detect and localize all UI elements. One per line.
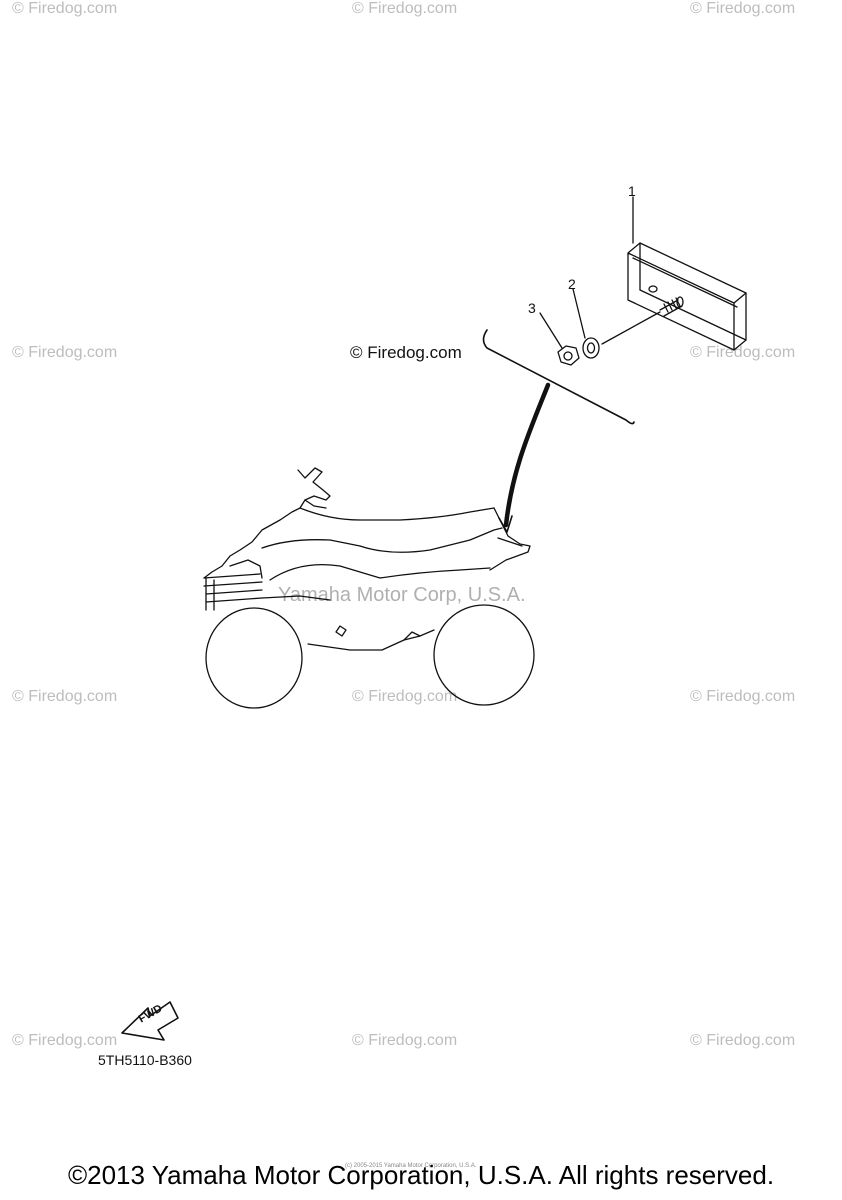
tiny-copyright-note: (c) 2005-2015 Yamaha Motor Corporation, … [345, 1163, 477, 1169]
callout-3: 3 [528, 300, 536, 316]
atv-silhouette [203, 467, 531, 651]
reflector-part [627, 242, 747, 351]
watermark-bottom-center: © Firedog.com [352, 1032, 458, 1049]
nut-part [557, 345, 580, 366]
detail-watermark-label: © Firedog.com [350, 343, 462, 362]
watermark-mid-left: © Firedog.com [12, 344, 118, 361]
callout-2: 2 [568, 276, 576, 292]
watermark-top-left: © Firedog.com [12, 0, 118, 17]
fwd-arrow-icon [121, 1001, 179, 1041]
watermark-top-right: © Firedog.com [690, 0, 796, 17]
watermark-top-center: © Firedog.com [352, 0, 458, 17]
watermark-lower-right: © Firedog.com [690, 688, 796, 705]
diagram-code: 5TH5110-B360 [98, 1052, 192, 1068]
callout-1: 1 [628, 183, 636, 199]
watermark-mid-right: © Firedog.com [690, 344, 796, 361]
watermark-bottom-right: © Firedog.com [690, 1032, 796, 1049]
washer-part [582, 337, 600, 359]
watermark-lower-center: © Firedog.com [352, 688, 458, 705]
watermark-bottom-left: © Firedog.com [12, 1032, 118, 1049]
rear-wheel [433, 604, 535, 706]
front-wheel [205, 607, 303, 709]
footer-copyright: ©2013 Yamaha Motor Corporation, U.S.A. A… [67, 1160, 775, 1190]
watermark-yamaha: Yamaha Motor Corp, U.S.A. [278, 584, 526, 606]
watermark-lower-left: © Firedog.com [12, 688, 118, 705]
